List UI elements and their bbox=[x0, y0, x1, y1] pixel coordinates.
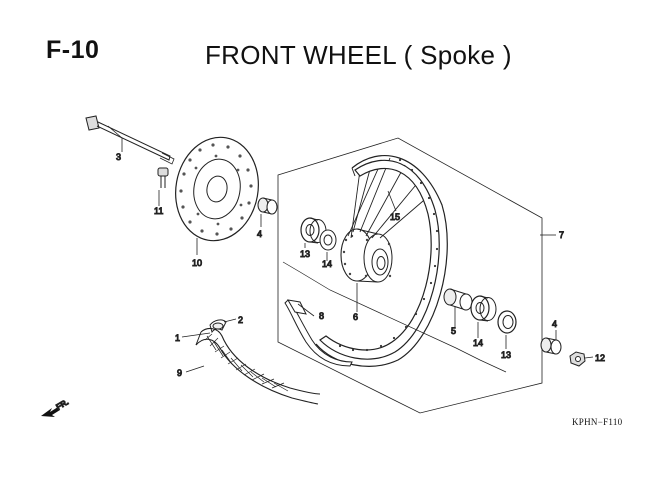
front-direction-indicator: FR. bbox=[41, 397, 71, 417]
callout-3: 3 bbox=[116, 152, 121, 162]
spokes bbox=[347, 157, 431, 239]
callout-10: 10 bbox=[192, 258, 202, 268]
callout-8: 8 bbox=[319, 311, 324, 321]
disc-bolt bbox=[157, 167, 169, 188]
callout-6: 6 bbox=[353, 312, 358, 322]
callout-14: 14 bbox=[322, 259, 332, 269]
callout-13-right: 13 bbox=[501, 350, 511, 360]
brake-disc bbox=[175, 136, 259, 242]
dust-seal-left bbox=[319, 229, 337, 251]
callout-labels: 3 11 10 4 13 14 6 15 7 8 2 1 9 5 14 13 4… bbox=[116, 152, 606, 379]
callout-9: 9 bbox=[177, 368, 182, 378]
callout-5: 5 bbox=[451, 326, 456, 336]
distance-collar bbox=[443, 288, 473, 311]
rim-band bbox=[284, 299, 353, 367]
callout-13: 13 bbox=[300, 249, 310, 259]
collar-left bbox=[257, 197, 278, 215]
callout-7: 7 bbox=[559, 230, 564, 240]
callout-2: 2 bbox=[238, 315, 243, 325]
dust-seal-right bbox=[497, 310, 517, 334]
collar-right bbox=[540, 337, 562, 355]
axle-nut bbox=[569, 351, 586, 367]
callout-12: 12 bbox=[595, 353, 605, 363]
bearing-right bbox=[470, 295, 497, 322]
page-code: F-10 bbox=[46, 36, 100, 64]
axle-bolt bbox=[85, 115, 175, 165]
leader-lines bbox=[107, 125, 594, 373]
page-title: FRONT WHEEL ( Spoke ) bbox=[205, 40, 512, 70]
wheel-hub bbox=[340, 228, 393, 283]
callout-1: 1 bbox=[175, 333, 180, 343]
callout-4-right: 4 bbox=[552, 319, 557, 329]
callout-4: 4 bbox=[257, 229, 262, 239]
drawing-code: KPHN−F110 bbox=[572, 417, 623, 427]
callout-15: 15 bbox=[390, 212, 400, 222]
bearing-left bbox=[300, 217, 327, 244]
wheel-rim bbox=[315, 154, 448, 367]
tire bbox=[195, 327, 321, 405]
assembly-outline bbox=[277, 137, 543, 414]
tire-tube bbox=[209, 319, 227, 334]
callout-11: 11 bbox=[154, 206, 163, 216]
callout-14-right: 14 bbox=[473, 338, 483, 348]
direction-label: FR. bbox=[55, 397, 71, 411]
